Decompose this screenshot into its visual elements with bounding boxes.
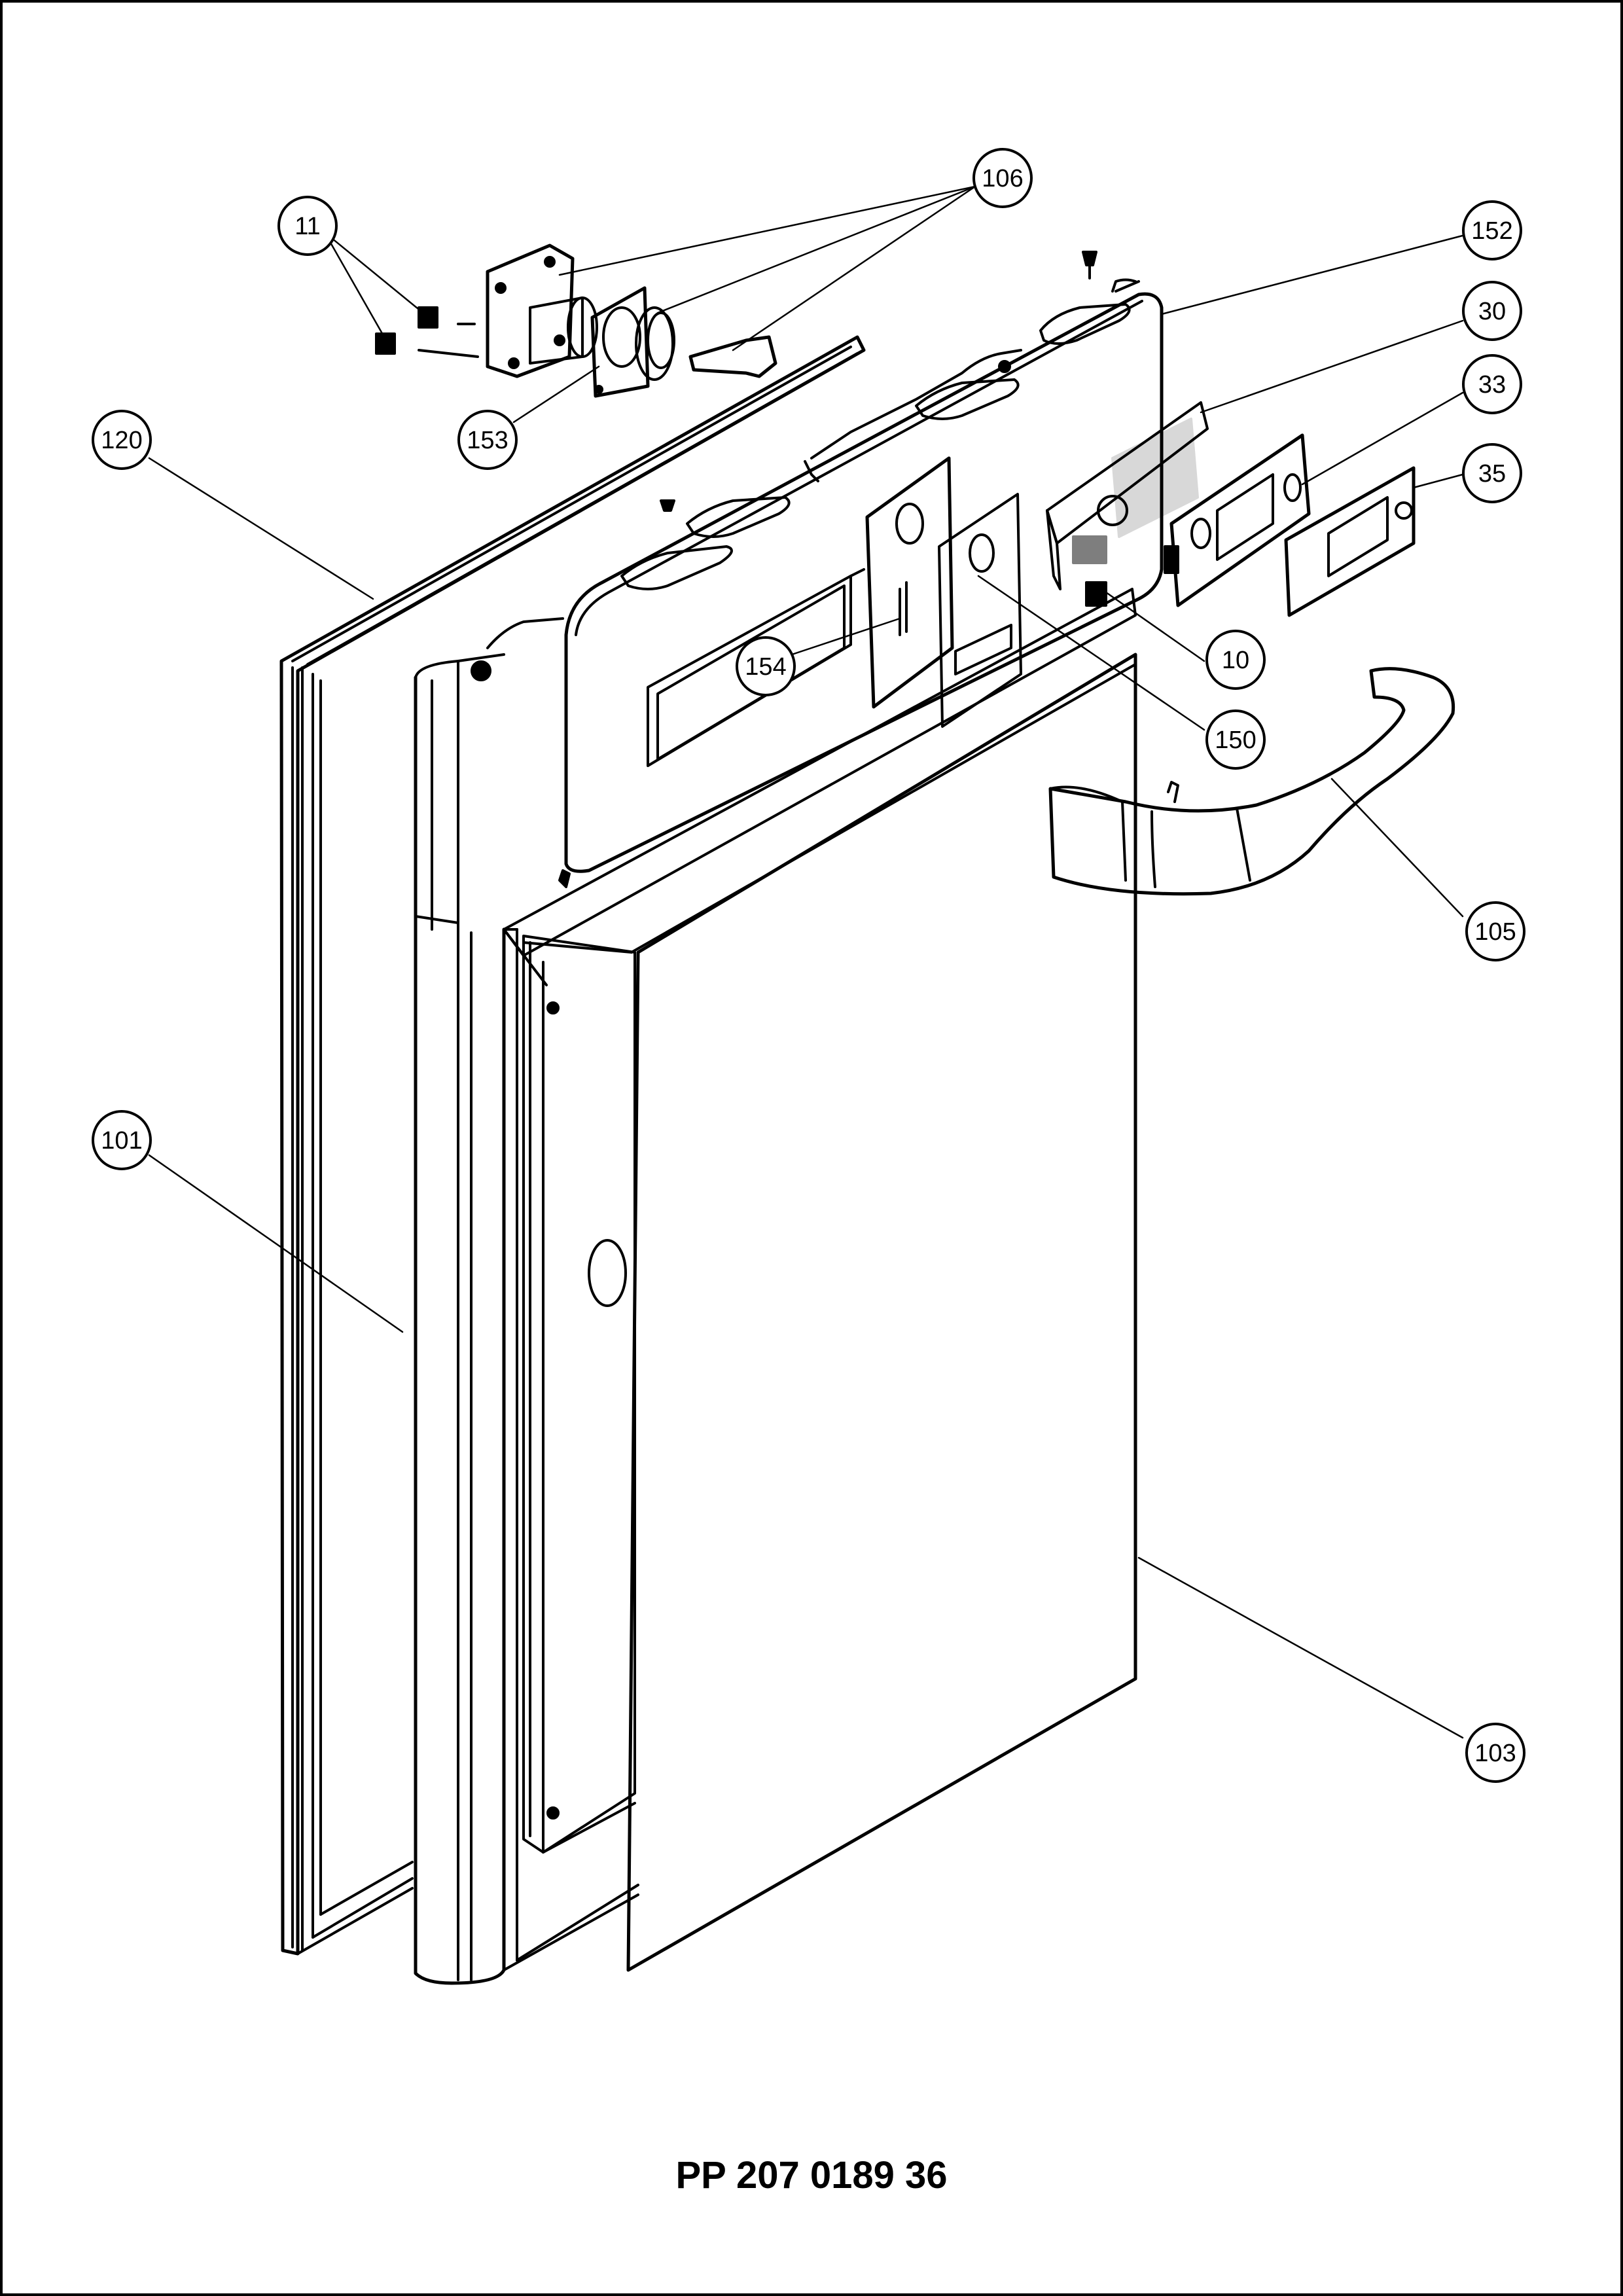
callout-103: 103 bbox=[1465, 1723, 1525, 1783]
callout-101: 101 bbox=[92, 1110, 152, 1170]
svg-text:120: 120 bbox=[101, 427, 142, 454]
callout-105: 105 bbox=[1465, 901, 1525, 961]
callout-11: 11 bbox=[277, 196, 338, 256]
callout-152: 152 bbox=[1462, 200, 1522, 260]
door-frame-101 bbox=[414, 588, 1137, 1985]
svg-text:105: 105 bbox=[1474, 918, 1516, 946]
panel-plate-154 bbox=[865, 456, 954, 709]
callout-154: 154 bbox=[736, 636, 796, 696]
svg-text:35: 35 bbox=[1478, 460, 1506, 488]
callout-120: 120 bbox=[92, 410, 152, 470]
overlay-film-35 bbox=[1284, 466, 1416, 617]
svg-text:30: 30 bbox=[1478, 298, 1506, 325]
svg-text:103: 103 bbox=[1474, 1740, 1516, 1767]
svg-text:153: 153 bbox=[467, 427, 508, 454]
svg-text:150: 150 bbox=[1215, 726, 1256, 754]
callout-150: 150 bbox=[1205, 709, 1266, 770]
door-gasket-120 bbox=[279, 335, 866, 1956]
svg-text:106: 106 bbox=[982, 165, 1023, 192]
display-frame-33 bbox=[1164, 433, 1311, 607]
callout-106: 106 bbox=[972, 148, 1033, 208]
lock-assembly bbox=[375, 243, 1097, 512]
label-plate-150 bbox=[938, 493, 1022, 728]
callout-30: 30 bbox=[1462, 281, 1522, 341]
callout-10: 10 bbox=[1205, 630, 1266, 690]
leader-lines bbox=[148, 185, 1464, 1739]
callout-33: 33 bbox=[1462, 354, 1522, 414]
svg-text:10: 10 bbox=[1222, 647, 1249, 674]
svg-text:11: 11 bbox=[294, 213, 320, 240]
callout-153: 153 bbox=[457, 410, 518, 470]
drawing-number: PP 207 0189 36 bbox=[675, 2154, 948, 2197]
svg-text:152: 152 bbox=[1471, 217, 1512, 245]
svg-text:33: 33 bbox=[1478, 371, 1506, 399]
svg-text:101: 101 bbox=[101, 1127, 142, 1155]
handle-105 bbox=[1048, 667, 1455, 896]
callout-35: 35 bbox=[1462, 443, 1522, 503]
svg-text:154: 154 bbox=[745, 653, 786, 681]
control-board-30 bbox=[1046, 401, 1209, 607]
front-panel-103 bbox=[626, 653, 1137, 1972]
